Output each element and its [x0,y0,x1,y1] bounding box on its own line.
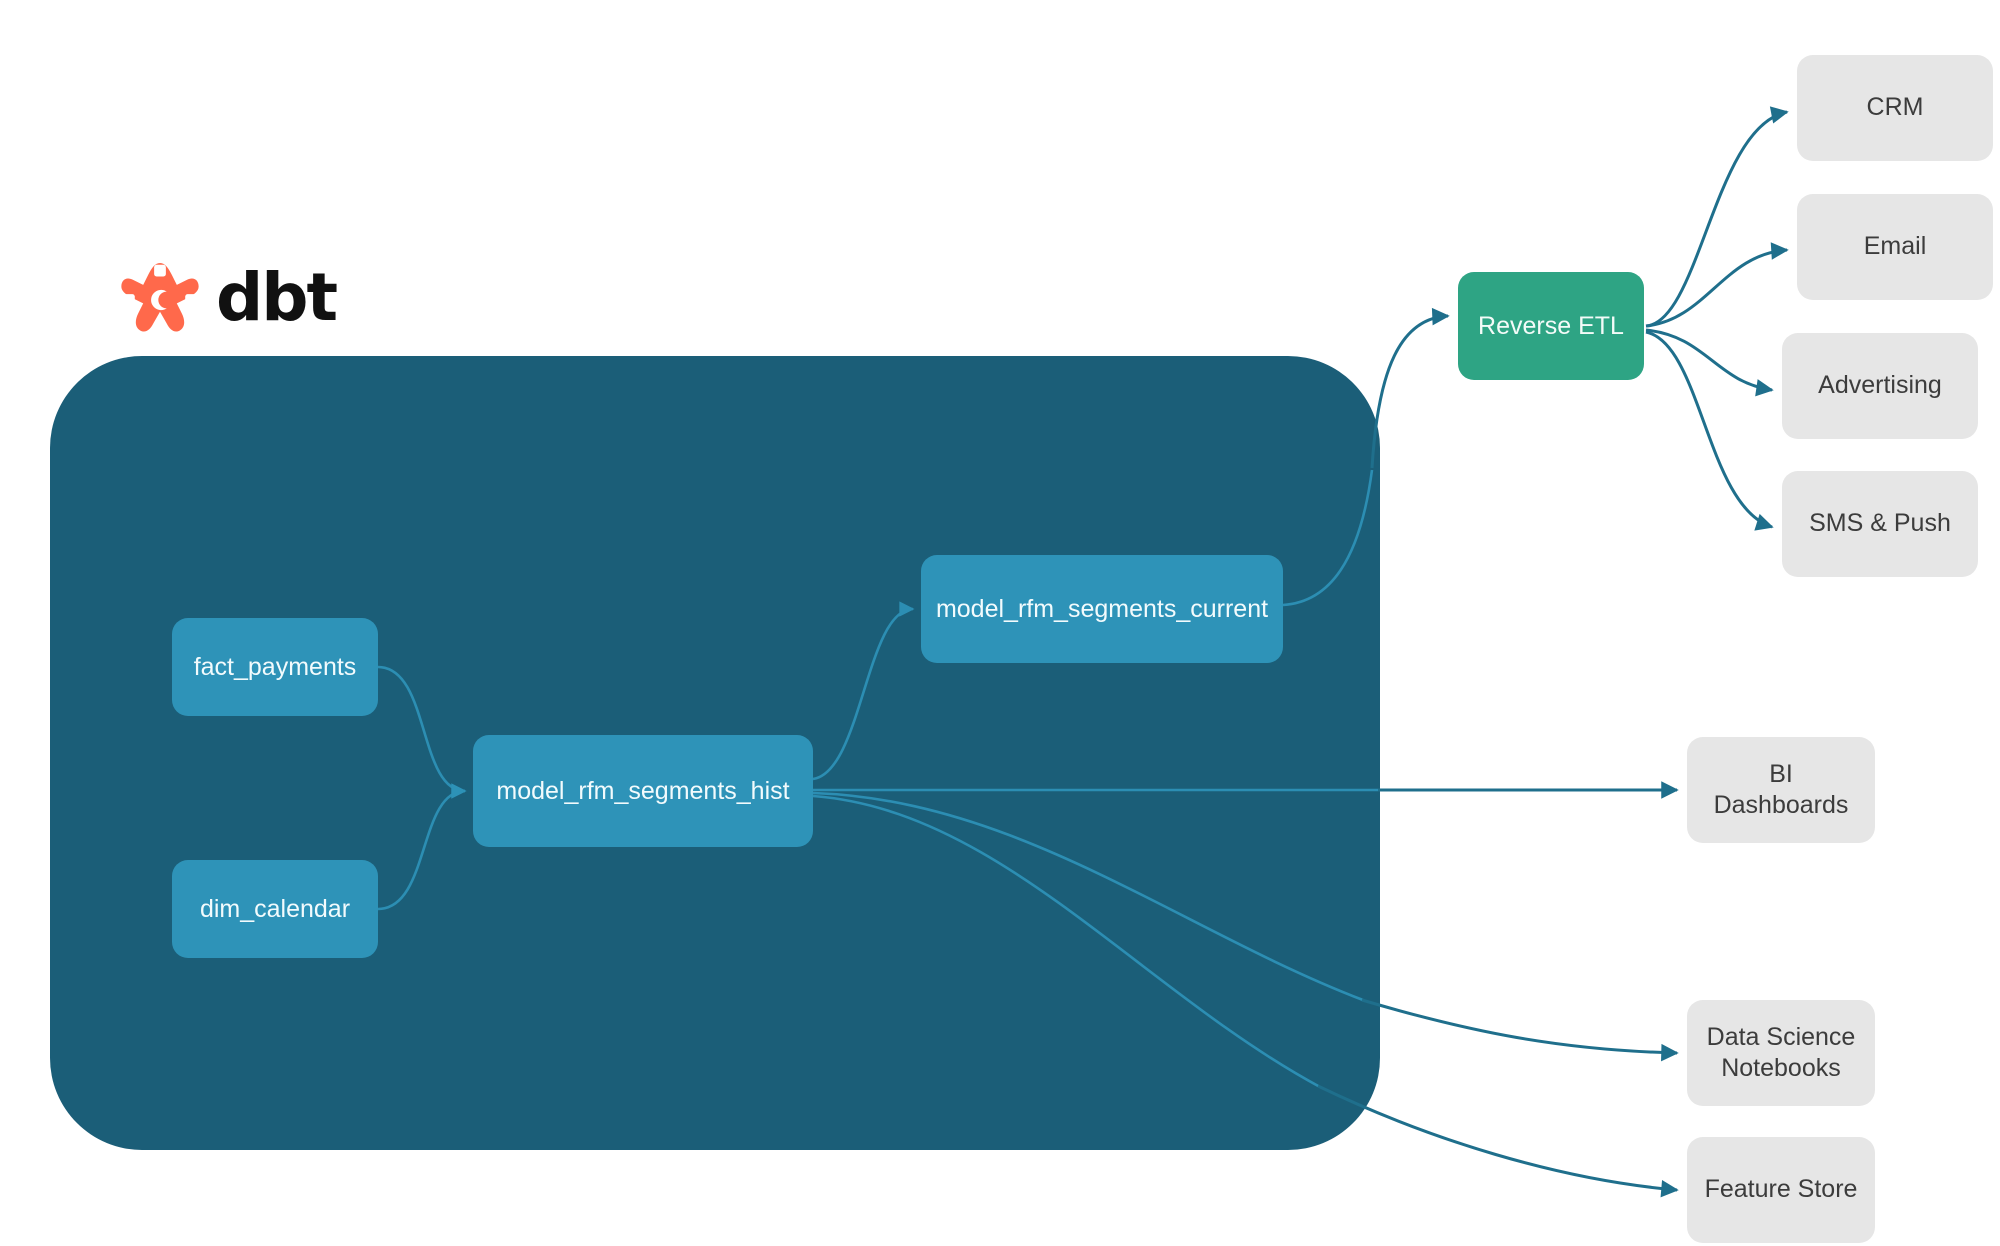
destination-label: Feature Store [1704,1175,1858,1204]
destination-node-email[interactable]: Email [1797,194,1993,300]
model-label: fact_payments [193,652,357,681]
reverse-etl-label: Reverse ETL [1478,311,1624,340]
destination-node-sms-push[interactable]: SMS & Push [1782,471,1978,577]
edge-reverse-etl-to-crm [1645,106,1789,328]
destination-label-line2: Notebooks [1721,1054,1841,1082]
edge-panel-to-ds-notebooks [1361,998,1679,1062]
model-node-model-rfm-segments-hist[interactable]: model_rfm_segments_hist [473,735,813,847]
model-label: model_rfm_segments_hist [496,776,790,805]
edge-panel-to-feature-store [1317,1084,1679,1198]
destination-node-bi-dashboards[interactable]: BI Dashboards [1687,737,1875,843]
destination-label: CRM [1866,93,1924,122]
destination-node-crm[interactable]: CRM [1797,55,1993,161]
destination-label: Email [1863,232,1927,261]
model-node-dim-calendar[interactable]: dim_calendar [172,860,378,958]
destination-label: Advertising [1818,371,1942,400]
dbt-logo-icon [121,263,199,336]
edge-panel-to-reverse-etl [1370,307,1450,469]
destination-label-line1: Data Science [1706,1022,1856,1051]
model-node-fact-payments[interactable]: fact_payments [172,618,378,716]
destination-label: SMS & Push [1809,509,1951,538]
dbt-wordmark: dbt [216,259,338,336]
edge-reverse-etl-to-email [1645,242,1789,328]
destination-node-feature-store[interactable]: Feature Store [1687,1137,1875,1243]
edge-reverse-etl-to-sms-push [1645,330,1774,531]
reverse-etl-node[interactable]: Reverse ETL [1458,272,1644,380]
destination-label: BI Dashboards [1713,759,1849,819]
destination-node-data-science-notebooks[interactable]: Data Science Notebooks [1687,1000,1875,1106]
model-node-model-rfm-segments-current[interactable]: model_rfm_segments_current [921,555,1283,663]
edge-reverse-etl-to-advertising [1645,328,1774,397]
model-label: model_rfm_segments_current [935,594,1269,623]
destination-node-advertising[interactable]: Advertising [1782,333,1978,439]
model-label: dim_calendar [199,894,351,923]
dbt-brand-lockup: dbt [118,252,338,348]
destination-label: Data Science Notebooks [1707,1022,1856,1085]
